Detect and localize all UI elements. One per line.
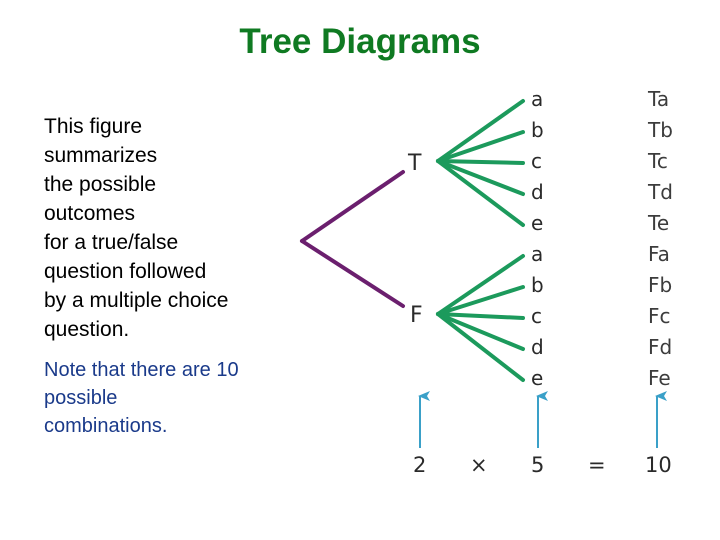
description-line: by a multiple choice bbox=[44, 289, 229, 312]
branch-t-to-b bbox=[436, 130, 525, 163]
description-line: for a true/false bbox=[44, 231, 179, 254]
branches-from-t bbox=[436, 99, 525, 227]
branch-t-to-c bbox=[436, 159, 525, 165]
node-label-f: F bbox=[410, 303, 423, 328]
branch-f-to-a bbox=[436, 254, 525, 316]
description-text: This figure summarizes the possible outc… bbox=[44, 112, 294, 344]
note-line: combinations. bbox=[44, 415, 168, 437]
outcome-label: Fa bbox=[648, 242, 670, 266]
node-label-t: T bbox=[407, 151, 422, 176]
factor-second-stage: 5 bbox=[531, 453, 544, 477]
letter-label: c bbox=[531, 149, 542, 173]
outcome-label: Td bbox=[647, 180, 673, 204]
letter-label: e bbox=[531, 211, 543, 235]
note-text: Note that there are 10 possible combinat… bbox=[44, 356, 304, 440]
times-sign: × bbox=[470, 453, 488, 477]
branch-root-to-f bbox=[300, 239, 405, 308]
branch-f-to-e bbox=[436, 312, 525, 382]
description-line: outcomes bbox=[44, 202, 136, 225]
letter-label: b bbox=[531, 273, 544, 297]
description-line: question. bbox=[44, 318, 130, 341]
equals-sign: = bbox=[588, 453, 606, 477]
branch-t-to-e bbox=[436, 159, 525, 227]
outcome-label: Ta bbox=[647, 87, 669, 111]
letter-label: e bbox=[531, 366, 543, 390]
branch-f-to-d bbox=[436, 312, 525, 351]
outcome-label: Fb bbox=[648, 273, 672, 297]
letter-label: d bbox=[531, 335, 544, 359]
page-title: Tree Diagrams bbox=[239, 22, 481, 61]
branch-t-to-a bbox=[436, 99, 525, 163]
outcome-label: Fc bbox=[648, 304, 671, 328]
letter-label: c bbox=[531, 304, 542, 328]
letter-label: a bbox=[531, 87, 543, 111]
note-line: Note that there are 10 bbox=[44, 359, 239, 381]
letter-label: d bbox=[531, 180, 544, 204]
branch-f-to-c bbox=[436, 312, 525, 320]
outcome-label: Te bbox=[647, 211, 669, 235]
branch-t-to-d bbox=[436, 159, 525, 196]
product-total: 10 bbox=[645, 453, 672, 477]
letter-label: b bbox=[531, 118, 544, 142]
branch-f-to-b bbox=[436, 285, 525, 316]
description-line: summarizes bbox=[44, 144, 158, 167]
letter-label: a bbox=[531, 242, 543, 266]
outcome-label: Fd bbox=[648, 335, 672, 359]
description-line: This figure bbox=[44, 115, 143, 138]
outcome-label: Fe bbox=[648, 366, 671, 390]
branches-from-f bbox=[436, 254, 525, 382]
factor-first-stage: 2 bbox=[413, 453, 426, 477]
description-line: question followed bbox=[44, 260, 207, 283]
note-line: possible bbox=[44, 387, 118, 409]
outcome-label: Tb bbox=[647, 118, 673, 142]
branch-root-to-t bbox=[300, 170, 405, 243]
description-line: the possible bbox=[44, 173, 157, 196]
outcome-label: Tc bbox=[647, 149, 668, 173]
